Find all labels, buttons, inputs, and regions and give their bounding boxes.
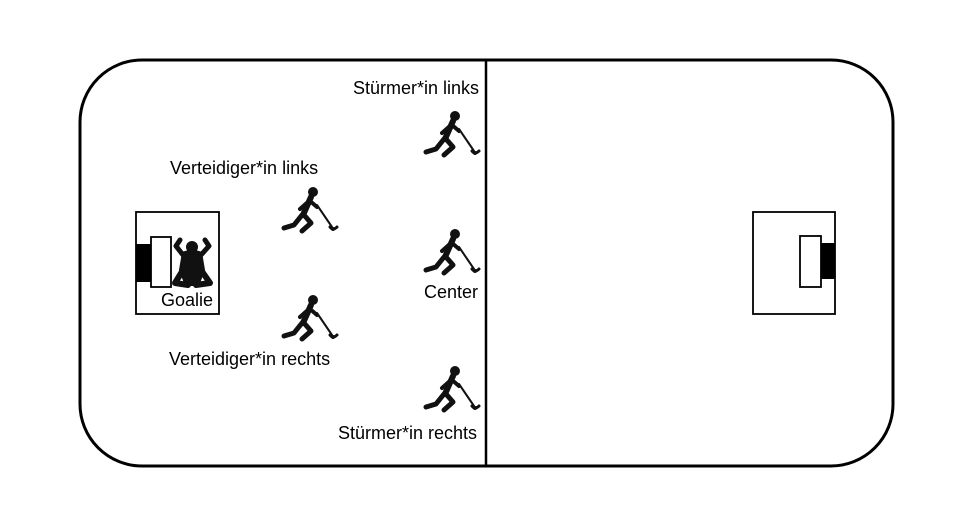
goalie-icon (172, 237, 213, 288)
forward-right-player-icon (426, 366, 479, 410)
center-label: Center (424, 282, 479, 302)
forward-left-label: Stürmer*in links (353, 78, 480, 98)
left-goal-net (136, 244, 152, 282)
forward-right-label: Stürmer*in rechts (338, 423, 478, 443)
right-goal-net (820, 243, 835, 279)
defender-right-player-icon (284, 295, 337, 339)
goalie-label: Goalie (161, 290, 214, 310)
left-goal-area (150, 236, 172, 288)
defender-left-player-icon (284, 187, 337, 231)
defender-left-label: Verteidiger*in links (170, 158, 319, 178)
forward-left-player-icon (426, 111, 479, 155)
center-player-icon (426, 229, 479, 273)
defender-right-label: Verteidiger*in rechts (169, 349, 331, 369)
right-goal-area (799, 235, 822, 288)
